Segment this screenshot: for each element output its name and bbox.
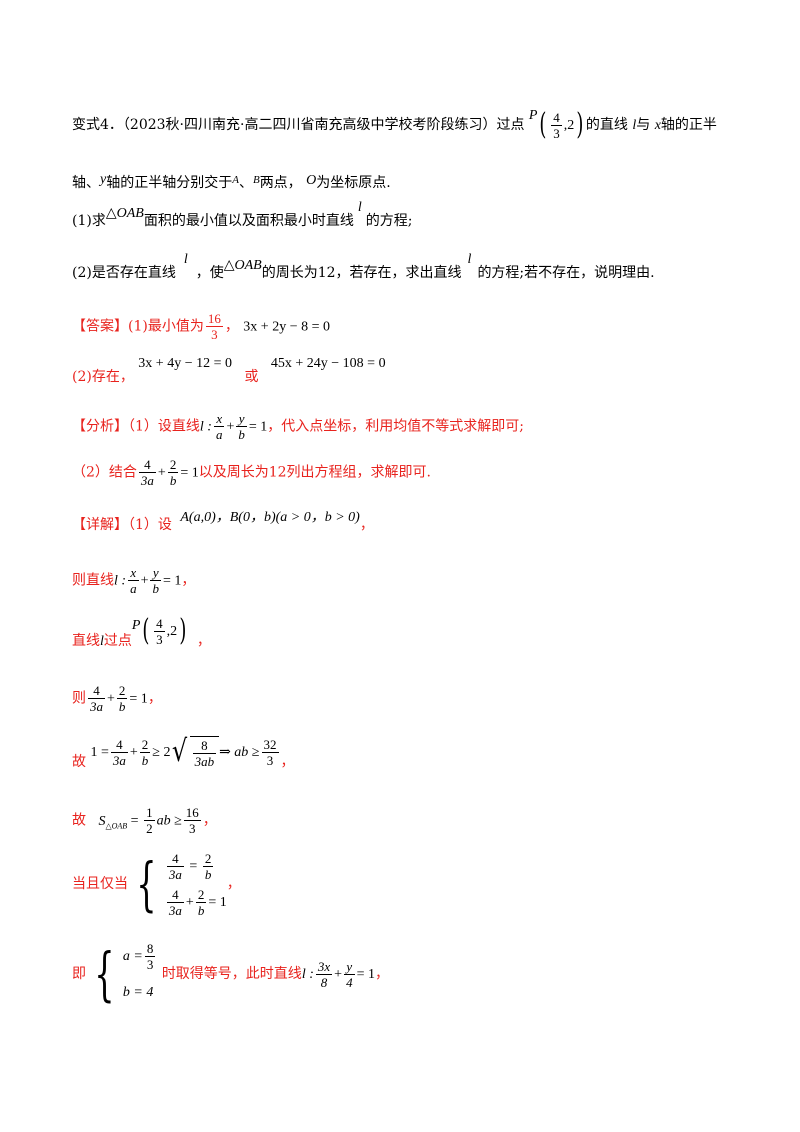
question-2: (2)是否存在直线l，使△OAB的周长为12，若存在，求出直线l的方程;若不存在…	[72, 252, 655, 281]
answer-label: 【答案】	[72, 318, 128, 335]
detail-line-1: 【详解】（1）设 A(a,0)，B(0，b)(a > 0，b > 0)，	[72, 510, 374, 533]
question-1: (1)求△OAB面积的最小值以及面积最小时直线l的方程;	[72, 200, 413, 229]
answer-line-2: (2)存在， 3x + 4y − 12 = 0 或 45x + 24y − 10…	[72, 356, 386, 385]
analysis-label: 【分析】	[72, 418, 128, 435]
problem-line-2: 轴、y轴的正半轴分别交于A、B两点， O为坐标原点.	[72, 172, 391, 191]
problem-source: （2023秋·四川南充·高二四川省南充高级中学校考阶段练习）	[122, 117, 497, 133]
detail-label: 【详解】	[72, 517, 128, 533]
problem-line-1: 变式4．（2023秋·四川南充·高二四川省南充高级中学校考阶段练习）过点 P(4…	[72, 107, 717, 142]
problem-number: 变式4．	[72, 117, 123, 133]
